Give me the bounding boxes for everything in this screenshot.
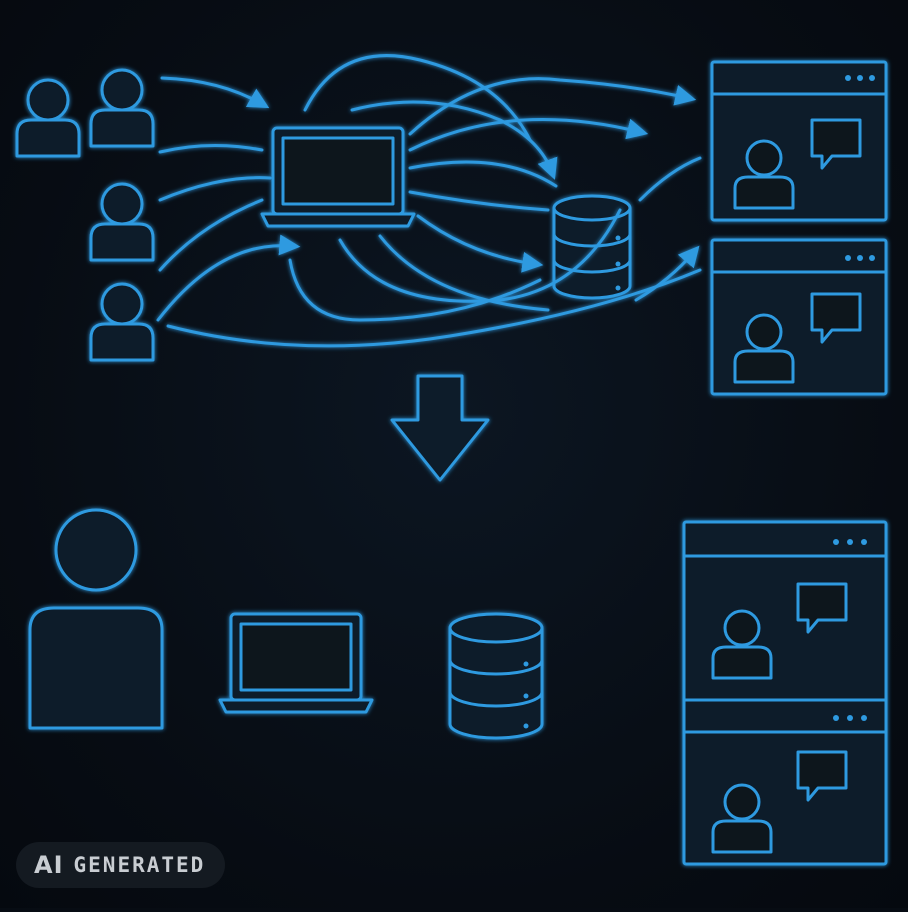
down-arrow-icon [390, 374, 490, 482]
arrow [638, 156, 702, 202]
arrow [288, 258, 542, 322]
video-chat-window-icon [710, 238, 888, 396]
user-icon [89, 282, 155, 362]
database-icon [448, 612, 544, 740]
arrow [166, 268, 702, 348]
arrow [158, 143, 264, 154]
arrow [338, 208, 622, 303]
laptop-icon [218, 612, 374, 714]
user-icon [28, 508, 164, 730]
user-icon [15, 78, 81, 158]
video-chat-window-icon [682, 520, 888, 866]
top-users [15, 68, 155, 362]
arrow [350, 100, 558, 180]
arrow [634, 245, 700, 302]
video-chat-window-icon [710, 60, 888, 222]
laptop-icon [260, 126, 416, 228]
arrow [156, 234, 301, 322]
arrow [378, 234, 550, 312]
arrow [303, 54, 532, 142]
user-icon [89, 68, 155, 148]
arrow [408, 160, 558, 188]
badge-generated-label: GENERATED [73, 853, 206, 877]
tangled-connections [156, 54, 702, 348]
arrow [408, 190, 550, 212]
arrow [160, 76, 270, 109]
arrow [408, 77, 697, 136]
arrow [408, 118, 649, 152]
badge-ai-label: AI [34, 851, 64, 879]
arrow [158, 176, 272, 202]
user-icon [89, 182, 155, 262]
arrow [416, 214, 544, 273]
ai-generated-badge: AI GENERATED [16, 842, 226, 888]
arrow [158, 198, 264, 272]
